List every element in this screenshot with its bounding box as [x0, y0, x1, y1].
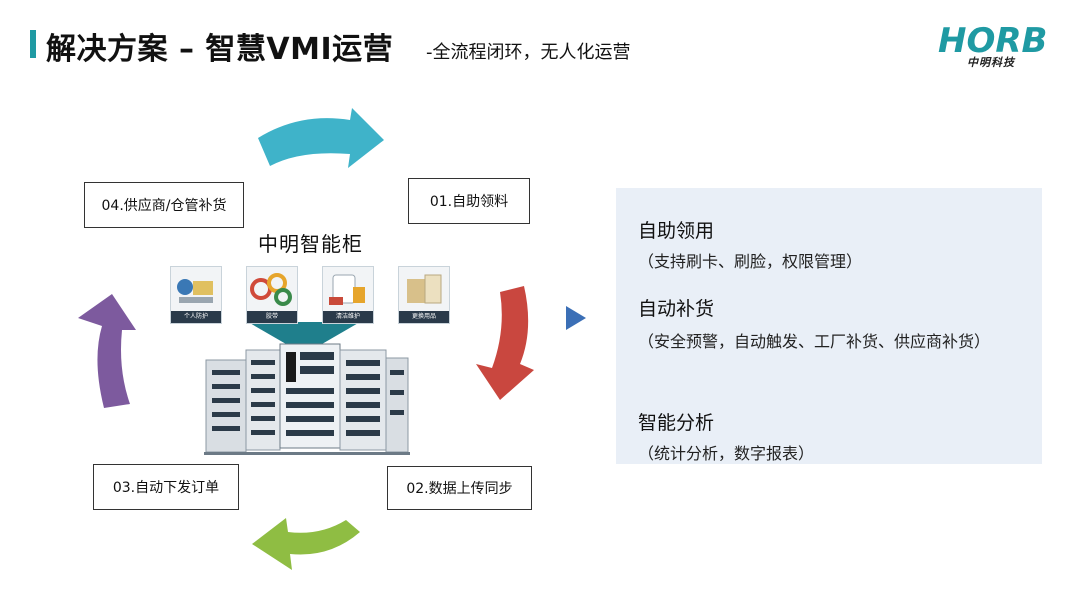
category-label: 清洁维护	[323, 311, 373, 323]
funnel-shape	[248, 322, 360, 344]
cleaning-product-icon	[323, 267, 373, 311]
category-label: 更换用品	[399, 311, 449, 323]
arrow-bottom	[252, 518, 360, 570]
step-03-box: 03.自动下发订单	[93, 464, 239, 510]
arrow-right	[476, 286, 534, 400]
feature-title-analytics: 智能分析	[638, 408, 714, 435]
step-02-box: 02.数据上传同步	[387, 466, 532, 510]
arrow-top	[258, 108, 384, 168]
step-01-box: 01.自助领料	[408, 178, 530, 224]
cabinet-illustration	[204, 344, 410, 455]
feature-desc-self-service: （支持刷卡、刷脸，权限管理）	[638, 246, 1018, 278]
category-label: 个人防护	[171, 311, 221, 323]
feature-desc-analytics: （统计分析，数字报表）	[638, 438, 1018, 464]
feature-title-self-service: 自助领用	[638, 216, 714, 243]
category-tile: 更换用品	[398, 266, 450, 324]
arrow-left	[78, 294, 136, 408]
category-label: 胶带	[247, 311, 297, 323]
tape-product-icon	[247, 267, 297, 311]
pointer-triangle	[566, 306, 586, 330]
category-tile: 胶带	[246, 266, 298, 324]
feature-panel: 自助领用 （支持刷卡、刷脸，权限管理） 自动补货 （安全预警，自动触发、工厂补货…	[616, 188, 1042, 464]
step-04-box: 04.供应商/仓管补货	[84, 182, 244, 228]
category-tile: 个人防护	[170, 266, 222, 324]
feature-desc-auto-replenish: （安全预警，自动触发、工厂补货、供应商补货）	[638, 326, 1018, 358]
ppe-product-icon	[171, 267, 221, 311]
supplies-product-icon	[399, 267, 449, 311]
cabinet-title: 中明智能柜	[258, 228, 363, 257]
feature-title-auto-replenish: 自动补货	[638, 294, 714, 321]
category-tile: 清洁维护	[322, 266, 374, 324]
